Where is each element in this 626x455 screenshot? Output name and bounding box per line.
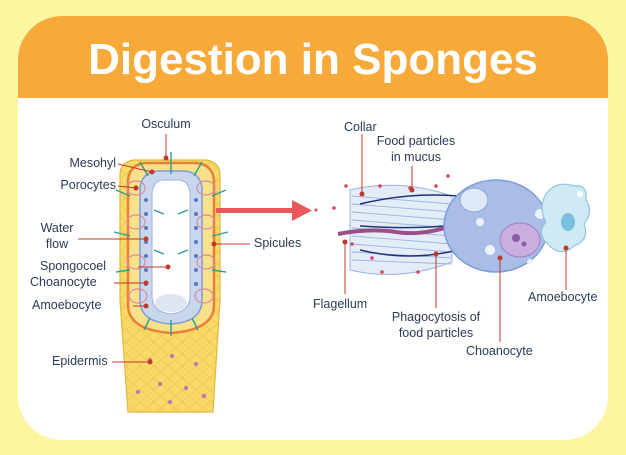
food-particles [314, 174, 450, 274]
label-amoebocyte-left: Amoebocyte [32, 298, 102, 312]
label-choanocyte-left: Choanocyte [30, 275, 97, 289]
label-phagocytosis-line1: Phagocytosis of [391, 310, 481, 324]
label-food-particles-line1: Food particles [376, 134, 456, 148]
collar [349, 184, 453, 275]
flagellum [337, 224, 453, 236]
spongocoel-base [155, 294, 187, 312]
left-leader-lines [78, 134, 250, 365]
label-mesohyl: Mesohyl [69, 156, 116, 170]
label-flagellum: Flagellum [313, 297, 368, 311]
sponge-body [113, 152, 229, 413]
label-choanocyte-right: Choanocyte [466, 344, 533, 358]
label-amoebocyte-right: Amoebocyte [528, 290, 598, 304]
label-phagocytosis-line2: food particles [398, 326, 474, 340]
label-spicules: Spicules [254, 236, 302, 250]
title-banner [18, 16, 608, 98]
label-spongocoel: Spongocoel [40, 259, 107, 273]
label-collar: Collar [344, 120, 377, 134]
label-water-flow-line2: flow [45, 237, 69, 251]
choanocyte-cell [337, 179, 591, 275]
spongocoel-cavity [151, 179, 191, 315]
label-water-flow-line1: Water [40, 221, 74, 235]
label-food-particles-line2: in mucus [390, 150, 442, 164]
label-porocytes: Porocytes [60, 178, 116, 192]
right-leader-lines [342, 134, 569, 342]
label-osculum: Osculum [141, 117, 191, 131]
right-arrow-icon [216, 200, 312, 221]
cell-body [443, 179, 549, 273]
page-title: Digestion in Sponges [88, 35, 538, 84]
label-epidermis: Epidermis [52, 354, 108, 368]
